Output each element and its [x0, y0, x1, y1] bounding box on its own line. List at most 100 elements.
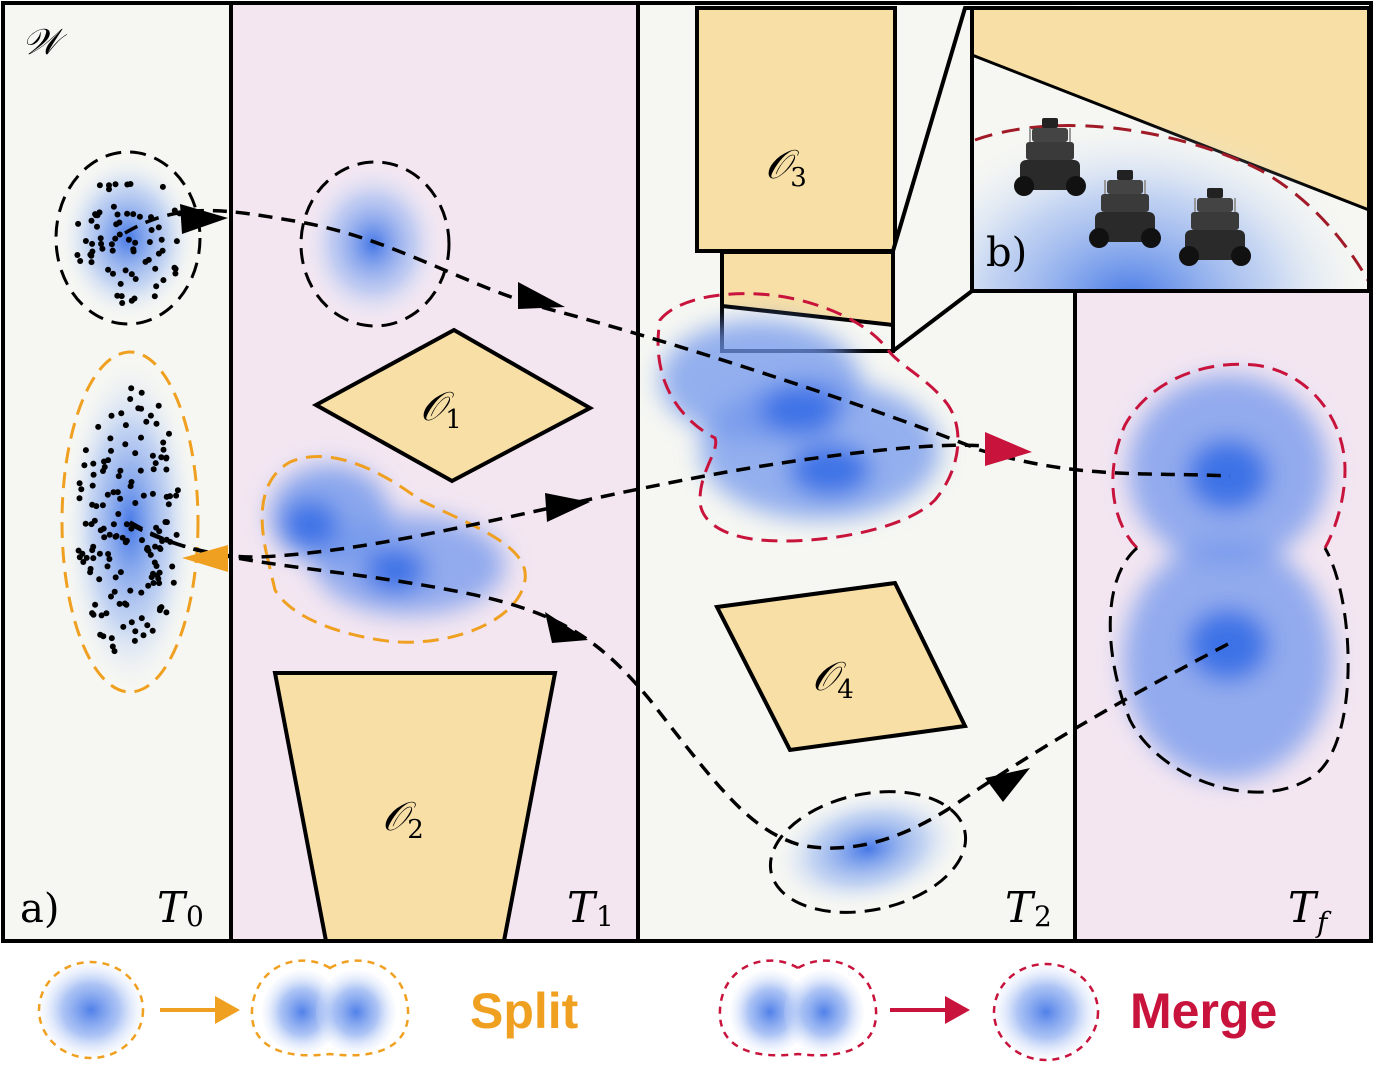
sample-dot [107, 435, 114, 442]
sample-dot [96, 550, 103, 557]
sample-dot [165, 501, 172, 508]
sample-dot [115, 511, 122, 517]
sample-dot [125, 236, 132, 243]
sample-dot [155, 250, 162, 257]
sample-dot [79, 550, 86, 557]
sample-dot [137, 467, 144, 474]
sample-dot [172, 270, 179, 277]
sample-dot [121, 600, 128, 607]
sample-dot [157, 605, 164, 612]
sample-dot [132, 239, 139, 246]
sample-dot [82, 447, 89, 454]
sample-dot [142, 258, 149, 265]
sample-dot [146, 239, 153, 245]
sample-dot [132, 500, 139, 506]
sample-dot [122, 441, 129, 448]
sample-dot [98, 612, 105, 619]
sample-dot [115, 473, 122, 480]
sample-dot [90, 555, 97, 562]
sample-dot [89, 248, 96, 255]
panel-a-label: a) [20, 886, 59, 932]
panel-borders [1, 1, 1373, 943]
zoom-callout-edge [721, 304, 894, 327]
sample-dot [110, 203, 117, 210]
sample-dot [101, 464, 108, 470]
sample-dot [163, 609, 170, 616]
sample-dot [145, 582, 152, 589]
sample-dot [109, 643, 116, 650]
sample-dot [101, 458, 107, 465]
sample-dot [128, 619, 135, 626]
sample-dot [104, 491, 111, 498]
sample-dot [132, 450, 139, 457]
arrowhead-upper-merge [985, 432, 1032, 466]
arrowhead-lower-1 [545, 612, 588, 643]
sample-dot [152, 265, 159, 272]
sample-dot [110, 521, 117, 528]
sample-dot [152, 460, 159, 467]
sample-dot [128, 479, 135, 485]
sample-dot [163, 536, 170, 543]
sample-dot [106, 182, 112, 189]
sample-dot [148, 227, 155, 233]
time-label-t1: T1 [567, 883, 614, 933]
sample-dot [110, 270, 116, 277]
sample-dot [98, 240, 105, 247]
sample-dot [131, 637, 138, 644]
sample-dot [94, 223, 100, 230]
outline-t0-top [54, 150, 202, 326]
sample-dot [147, 412, 154, 419]
sample-dot [149, 452, 156, 459]
sample-dot [109, 247, 116, 254]
sample-dot [111, 648, 118, 655]
sample-dot [122, 539, 129, 546]
sample-dot [114, 211, 121, 218]
sample-dot [80, 559, 87, 565]
sample-dot [95, 423, 102, 430]
sample-dot [143, 418, 150, 425]
legend-merge: Merge [718, 959, 1277, 1062]
sample-dot [74, 252, 81, 258]
sample-dot [87, 569, 94, 576]
sample-dot [173, 492, 180, 499]
sample-dot [120, 623, 127, 630]
arrowhead-upper-1 [180, 204, 228, 234]
time-label-t2: T2 [1005, 883, 1052, 933]
sample-dot [138, 389, 145, 396]
sample-dot [77, 258, 84, 264]
sample-dot [152, 543, 159, 550]
sample-dot [156, 569, 163, 576]
sample-dot [97, 631, 104, 638]
sample-dot [90, 471, 97, 478]
sample-dot [112, 235, 119, 242]
obstacle-o4 [713, 580, 969, 753]
sample-dot [111, 588, 118, 595]
sample-dot [174, 487, 181, 494]
inset-boundary [974, 124, 1369, 283]
sample-dot [127, 396, 134, 402]
sample-dot [101, 534, 108, 541]
sample-dot [108, 593, 114, 600]
outline-t2-merge [656, 292, 960, 543]
sample-dot [160, 446, 167, 453]
samples-t0-top [74, 181, 183, 306]
sample-dot [117, 495, 124, 502]
sample-dot [163, 454, 170, 461]
sample-dot [105, 266, 112, 273]
sample-dot [117, 280, 124, 287]
sample-dot [92, 211, 99, 218]
distribution-tf [1123, 375, 1333, 780]
distribution-t2-merge [660, 320, 940, 520]
sample-dot [140, 492, 147, 499]
sample-dot [150, 466, 157, 473]
sample-dot [110, 489, 117, 496]
legend-split-label: Split [470, 983, 579, 1039]
sample-dot [108, 241, 115, 248]
sample-dot [124, 181, 131, 188]
distribution-t2-bottom [774, 788, 962, 910]
zoom-region-fill [722, 252, 893, 325]
sample-dot [172, 265, 179, 272]
trajectory-lower [129, 522, 1231, 850]
sample-dot [104, 563, 111, 570]
arrowhead-middle-2 [545, 493, 590, 522]
